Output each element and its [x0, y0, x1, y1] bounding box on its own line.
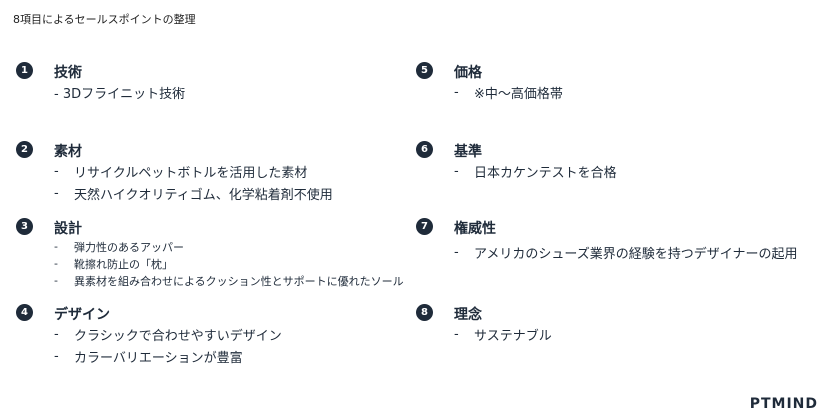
- bullet-text: クラシックで合わせやすいデザイン: [74, 328, 282, 344]
- number-badge: 2: [16, 141, 33, 158]
- bullet-list: -リサイクルペットボトルを活用した素材 -天然ハイクオリティゴム、化学粘着剤不使…: [54, 160, 333, 204]
- bullet-text: 弾力性のあるアッパー: [74, 240, 184, 254]
- bullet-list: - 3Dフライニット技術: [54, 81, 185, 103]
- bullet-text: 日本カケンテストを合格: [474, 165, 617, 181]
- bullet-item: - 靴擦れ防止の「枕」: [54, 255, 404, 272]
- bullet-dash: -: [54, 348, 59, 364]
- ptmind-logo: PTMIND: [749, 396, 818, 412]
- bullet-text: リサイクルペットボトルを活用した素材: [74, 165, 308, 181]
- item-heading: 設計: [54, 221, 82, 237]
- bullet-dash: -: [54, 274, 58, 287]
- bullet-dash: -: [454, 163, 459, 179]
- bullet-item: -アメリカのシューズ業界の経験を持つデザイナーの起用: [454, 241, 797, 263]
- bullet-list: - 弾力性のあるアッパー - 靴擦れ防止の「枕」 - 異素材を組み合わせによるクッショ…: [54, 238, 404, 289]
- bullet-item: -カラーバリエーションが豊富: [54, 345, 282, 367]
- bullet-item: -クラシックで合わせやすいデザイン: [54, 323, 282, 345]
- bullet-dash: -: [54, 240, 58, 253]
- bullet-dash: -: [454, 326, 459, 342]
- bullet-text: ※中〜高価格帯: [474, 86, 563, 102]
- bullet-item: -リサイクルペットボトルを活用した素材: [54, 160, 333, 182]
- bullet-item: -サステナブル: [454, 323, 552, 345]
- bullet-text: 天然ハイクオリティゴム、化学粘着剤不使用: [74, 187, 333, 203]
- bullet-list: -※中〜高価格帯: [454, 81, 563, 103]
- item-heading: 基準: [454, 144, 482, 160]
- bullet-text: - 3Dフライニット技術: [54, 86, 186, 102]
- slide-title: 8項目によるセールスポイントの整理: [13, 13, 196, 26]
- bullet-item: -日本カケンテストを合格: [454, 160, 617, 182]
- item-heading: 理念: [454, 307, 482, 323]
- bullet-item: - 弾力性のあるアッパー: [54, 238, 404, 255]
- bullet-item: - 異素材を組み合わせによるクッション性とサポートに優れたソール: [54, 272, 404, 289]
- number-badge: 6: [416, 141, 433, 158]
- bullet-item: -天然ハイクオリティゴム、化学粘着剤不使用: [54, 182, 333, 204]
- bullet-item: - 3Dフライニット技術: [54, 81, 185, 103]
- bullet-text: サステナブル: [474, 328, 552, 344]
- bullet-list: -アメリカのシューズ業界の経験を持つデザイナーの起用: [454, 241, 797, 263]
- item-heading: 権威性: [454, 221, 496, 237]
- number-badge: 8: [416, 304, 433, 321]
- bullet-dash: -: [54, 163, 59, 179]
- bullet-dash: -: [54, 326, 59, 342]
- number-badge: 5: [416, 62, 433, 79]
- number-badge: 4: [16, 304, 33, 321]
- number-badge: 1: [16, 62, 33, 79]
- number-badge: 7: [416, 218, 433, 235]
- bullet-text: カラーバリエーションが豊富: [74, 350, 243, 366]
- bullet-text: 異素材を組み合わせによるクッション性とサポートに優れたソール: [74, 274, 404, 288]
- bullet-dash: -: [54, 257, 58, 270]
- bullet-dash: -: [454, 244, 459, 260]
- item-heading: 技術: [54, 65, 82, 81]
- bullet-dash: -: [454, 84, 459, 100]
- item-heading: 素材: [54, 144, 82, 160]
- item-heading: デザイン: [54, 307, 110, 323]
- bullet-list: -日本カケンテストを合格: [454, 160, 617, 182]
- bullet-dash: -: [54, 185, 59, 201]
- bullet-item: -※中〜高価格帯: [454, 81, 563, 103]
- number-badge: 3: [16, 218, 33, 235]
- bullet-text: アメリカのシューズ業界の経験を持つデザイナーの起用: [474, 246, 798, 262]
- bullet-list: -サステナブル: [454, 323, 552, 345]
- bullet-text: 靴擦れ防止の「枕」: [74, 257, 173, 271]
- bullet-list: -クラシックで合わせやすいデザイン -カラーバリエーションが豊富: [54, 323, 282, 367]
- item-heading: 価格: [454, 65, 482, 81]
